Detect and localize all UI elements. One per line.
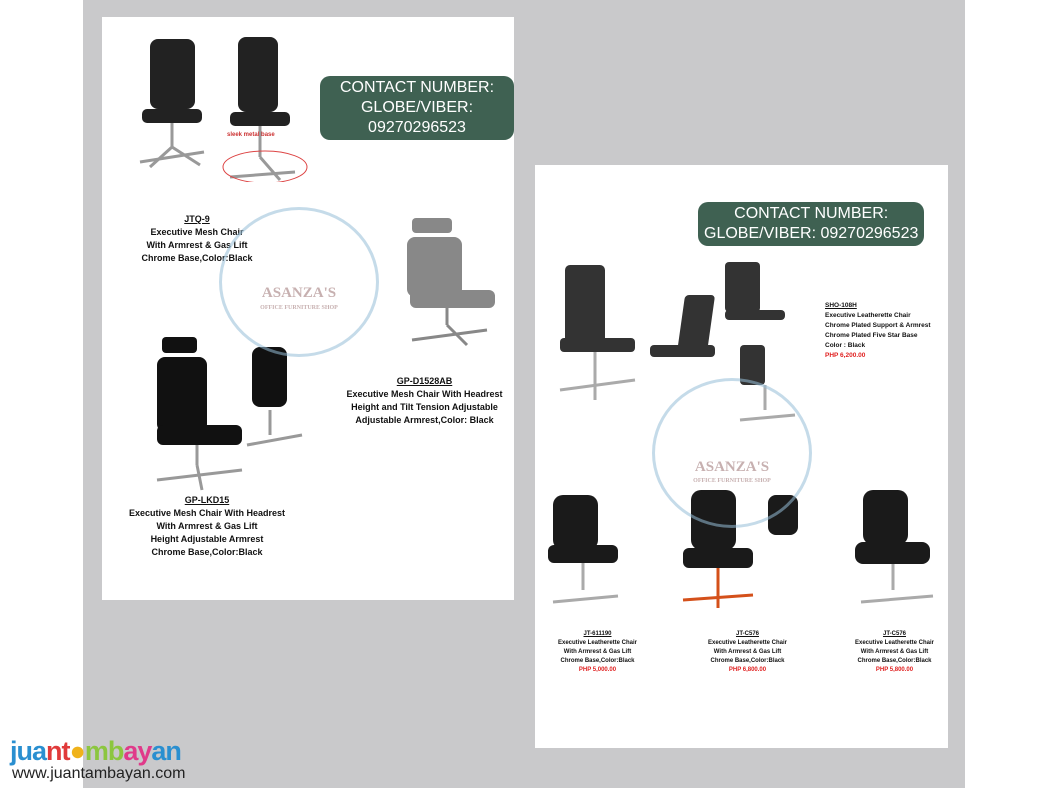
product-price: PHP 6,800.00	[728, 667, 767, 673]
chair-image-gplkd15	[156, 337, 303, 491]
catalog-page-mesh-chairs: sleek metal base CONTACT NUMBER: GLOBE/VI…	[102, 17, 514, 600]
product-code: GP-D1528AB	[396, 376, 453, 386]
product-price: PHP 6,200.00	[825, 352, 866, 359]
product-line: Color : Black	[825, 342, 866, 349]
contact-badge: CONTACT NUMBER: GLOBE/VIBER: 09270296523	[320, 76, 514, 140]
product-price: PHP 5,000.00	[578, 667, 617, 673]
juantambayan-logo: juant●mbayan	[10, 736, 182, 766]
product-line: Executive Mesh Chair With Headrest	[346, 389, 503, 399]
watermark-name: ASANZA'S	[261, 285, 337, 301]
product-code: JT-611190	[583, 631, 612, 637]
product-line: Chrome Base,Color:Black	[710, 658, 785, 664]
catalog-page-leatherette-chairs: CONTACT NUMBER:GLOBE/VIBER: 09270296523 …	[535, 165, 948, 748]
product-line: With Armrest & Gas Lift	[563, 649, 632, 655]
product-line: With Armrest & Gas Lift	[713, 649, 782, 655]
product-line: Chrome Base,Color:Black	[857, 658, 932, 664]
watermark-logo: ASANZA'S OFFICE FURNITURE SHOP	[219, 207, 379, 357]
product-line: Executive Leatherette Chair	[557, 640, 638, 646]
product-code: JT-C576	[882, 631, 906, 637]
product-code: GP-LKD15	[184, 495, 230, 505]
product-code: JTQ-9	[184, 214, 210, 224]
contact-badge: CONTACT NUMBER: GLOBE/VIBER: 09270296523	[698, 202, 925, 246]
product-gpd1528ab: GP-D1528AB Executive Mesh Chair With Head…	[342, 375, 507, 427]
product-line: With Armrest & Gas Lift	[860, 649, 929, 655]
contact-label: CONTACT NUMBER:	[339, 79, 495, 96]
watermark-logo: ASANZA'S OFFICE FURNITURE SHOP	[652, 378, 812, 528]
product-line: With Armrest & Gas Lift	[156, 521, 258, 531]
product-line: Chrome Plated Support & Armrest	[825, 322, 931, 329]
contact-label: CONTACT NUMBER:	[734, 205, 889, 222]
chair-images-jt-series	[548, 490, 934, 608]
contact-phone: GLOBE/VIBER: 09270296523	[704, 225, 919, 242]
product-line: Executive Mesh Chair With Headrest	[129, 508, 285, 518]
product-line: Height Adjustable Armrest	[150, 534, 264, 544]
site-url[interactable]: www.juantambayan.com	[12, 765, 186, 782]
base-note: sleek metal base	[227, 132, 275, 138]
chair-image-jtq9	[139, 37, 308, 182]
product-code: JT-C576	[735, 631, 759, 637]
product-line: Height and Tilt Tension Adjustable	[351, 402, 498, 412]
product-line: With Armrest & Gas Lift	[146, 240, 248, 250]
product-line: Adjustable Armrest,Color: Black	[355, 415, 494, 425]
product-price: PHP 5,800.00	[875, 667, 914, 673]
chair-image-gpd1528ab	[407, 218, 495, 347]
product-line: Executive Leatherette Chair	[825, 312, 911, 319]
product-code: SHO-108H	[825, 302, 857, 309]
chair-image-sho108h	[559, 262, 796, 422]
watermark-sub: OFFICE FURNITURE SHOP	[693, 478, 771, 484]
contact-phone: GLOBE/VIBER: 09270296523	[360, 99, 474, 136]
product-line: Chrome Base,Color:Black	[141, 253, 253, 263]
product-line: Executive Mesh Chair	[150, 227, 244, 237]
product-line: Chrome Base,Color:Black	[151, 547, 263, 557]
product-line: Chrome Base,Color:Black	[560, 658, 635, 664]
product-line: Executive Leatherette Chair	[707, 640, 788, 646]
product-line: Executive Leatherette Chair	[854, 640, 935, 646]
watermark-sub: OFFICE FURNITURE SHOP	[260, 305, 338, 311]
watermark-name: ASANZA'S	[694, 459, 770, 475]
product-line: Chrome Plated Five Star Base	[825, 332, 918, 339]
